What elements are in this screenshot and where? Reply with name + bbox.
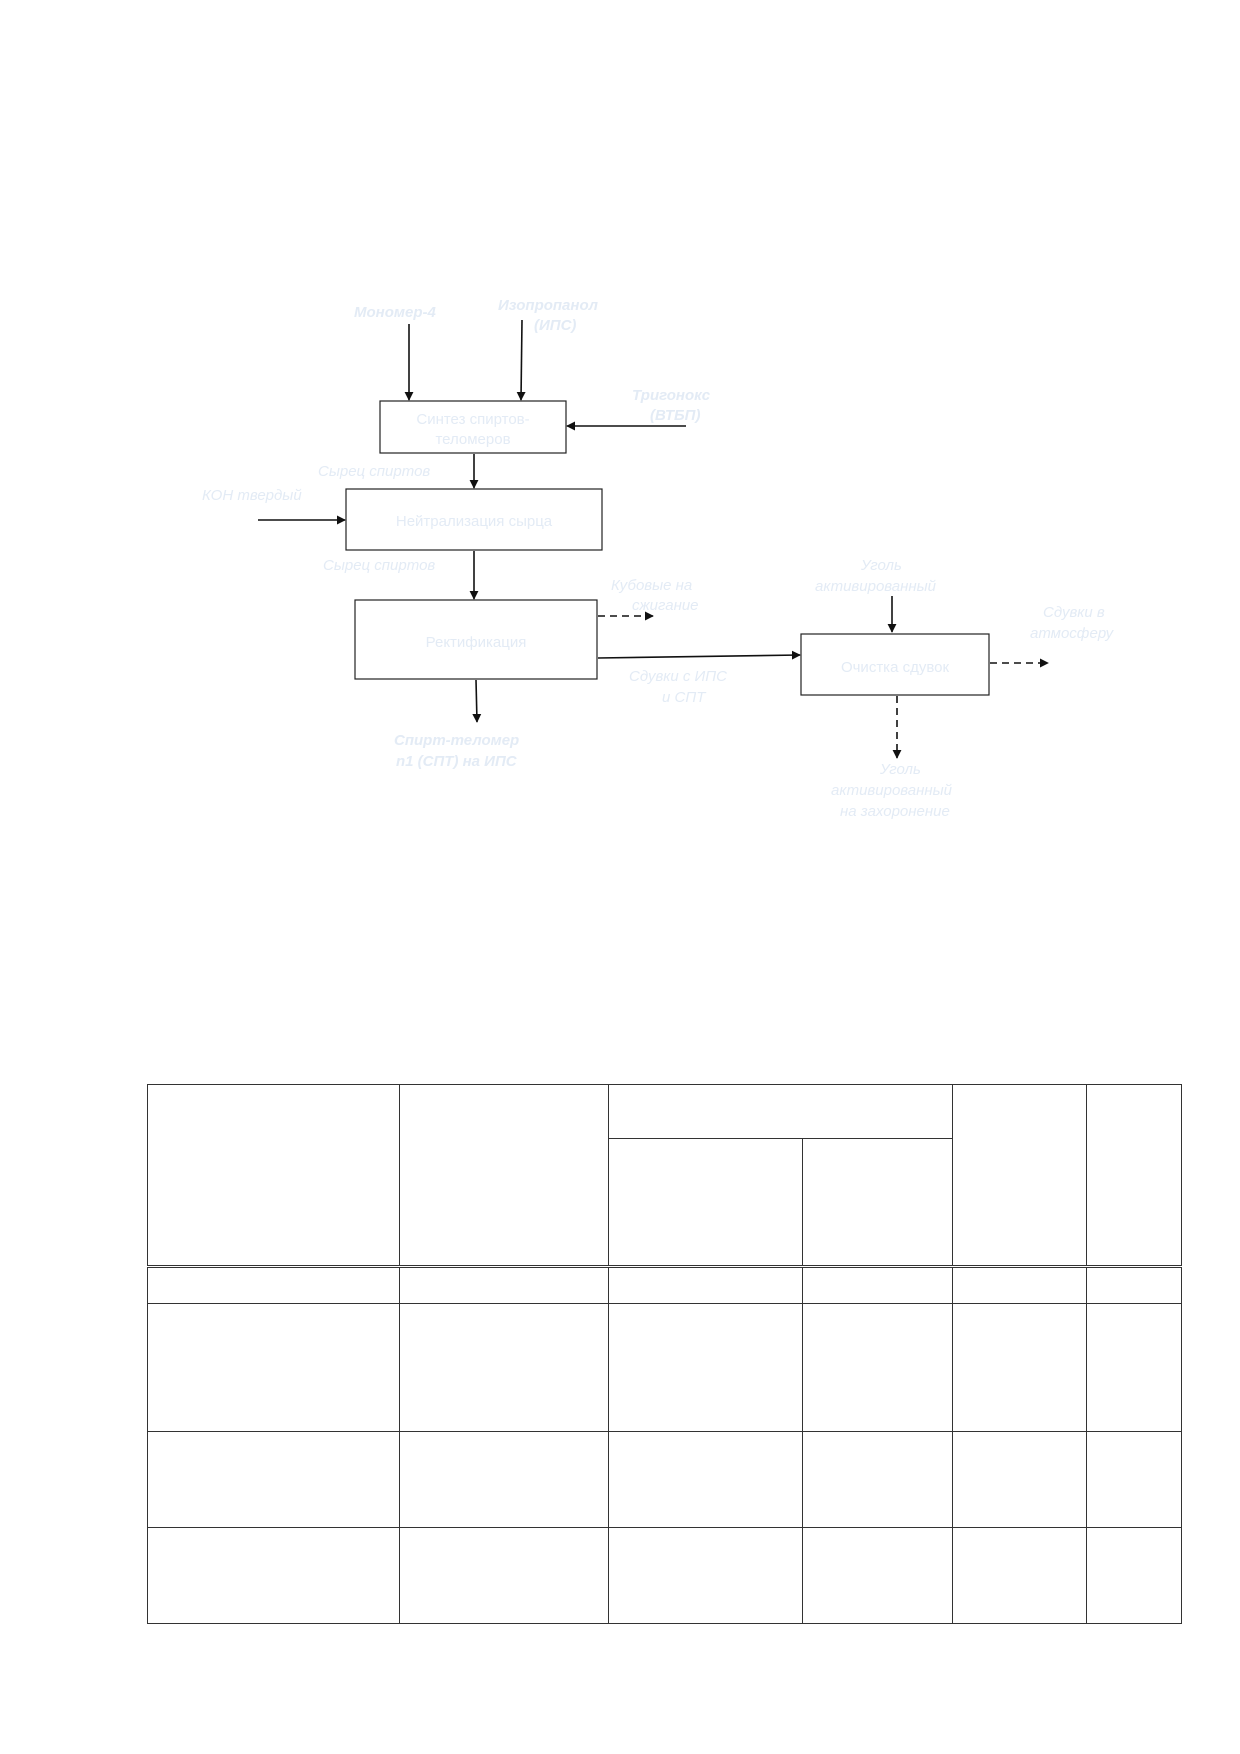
- rectification-box-label: Ректификация: [426, 634, 527, 651]
- raw-alcohols-label-2: Сырец спиртов: [323, 557, 435, 574]
- monomer-label: Мономер-4: [354, 304, 436, 321]
- table-cell: [399, 1431, 609, 1528]
- bottoms-label-line2: сжигание: [632, 597, 699, 614]
- rectification-box: [354, 599, 598, 680]
- table-cell: [952, 1527, 1087, 1624]
- table-header-cell: [1086, 1084, 1182, 1267]
- table-cell: [147, 1265, 400, 1304]
- table-cell: [399, 1527, 609, 1624]
- table-cell: [1086, 1303, 1182, 1432]
- cleaning-box: [800, 633, 990, 696]
- table-cell: [608, 1527, 803, 1624]
- table-cell: [399, 1265, 609, 1304]
- table-header-group-cell: [608, 1084, 953, 1139]
- table-cell: [952, 1303, 1087, 1432]
- coal-out-label-line2: активированный: [831, 782, 953, 799]
- koh-label: КОН твердый: [202, 487, 302, 504]
- atmosphere-label-line2: атмосферу: [1030, 625, 1115, 642]
- purge-label-line2: и СПТ: [662, 689, 707, 706]
- table-header-row-1: [147, 1084, 1182, 1267]
- bottoms-label-line1: Кубовые на: [611, 577, 692, 594]
- neutralization-box-label: Нейтрализация сырца: [396, 513, 553, 530]
- table-cell: [608, 1303, 803, 1432]
- spt-label-line1: Спирт-теломер: [394, 732, 519, 749]
- table-subheader-cell: [608, 1138, 803, 1267]
- synthesis-box-label-line1: Синтез спиртов-: [416, 411, 529, 428]
- coal-out-label-line3: на захоронение: [840, 803, 950, 820]
- table-cell: [802, 1431, 953, 1528]
- table-row: [147, 1303, 1182, 1432]
- table-cell: [1086, 1431, 1182, 1528]
- arrow-ips-to-synthesis: [516, 319, 526, 401]
- ips-label-line2: (ИПС): [534, 317, 576, 334]
- data-table: [147, 1084, 1182, 1624]
- coal-out-label-line1: Уголь: [879, 761, 921, 778]
- atmosphere-label-line1: Сдувки в: [1043, 604, 1105, 621]
- table-subheader-cell: [802, 1138, 953, 1267]
- table-header-cell: [399, 1084, 609, 1267]
- table-header-cell: [952, 1084, 1087, 1267]
- spt-label-line2: n1 (СПТ) на ИПС: [396, 753, 518, 770]
- ips-label-line1: Изопропанол: [498, 297, 599, 314]
- table-cell: [147, 1431, 400, 1528]
- table-cell: [802, 1303, 953, 1432]
- coal-in-label-line2: активированный: [815, 578, 937, 595]
- table-cell: [1086, 1265, 1182, 1304]
- trigonox-label-line1: Тригонокс: [632, 387, 711, 404]
- synthesis-box-label-line2: теломеров: [435, 431, 510, 448]
- table-cell: [608, 1265, 803, 1304]
- table-cell: [608, 1431, 803, 1528]
- table-cell: [952, 1431, 1087, 1528]
- table-cell: [147, 1303, 400, 1432]
- synthesis-box: [379, 400, 567, 454]
- trigonox-label-line2: (ВТБП): [650, 407, 700, 424]
- neutralization-box: [345, 488, 603, 551]
- raw-alcohols-label-1: Сырец спиртов: [318, 463, 430, 480]
- table-row: [147, 1527, 1182, 1624]
- table-cell: [147, 1527, 400, 1624]
- table-cell: [802, 1527, 953, 1624]
- table-row: [147, 1431, 1182, 1528]
- table-cell: [399, 1303, 609, 1432]
- coal-in-label-line1: Уголь: [860, 557, 902, 574]
- table-cell: [1086, 1527, 1182, 1624]
- table-cell: [802, 1265, 953, 1304]
- arrow-rectification-to-cleaning: [597, 650, 801, 660]
- cleaning-box-label: Очистка сдувок: [841, 659, 950, 676]
- purge-label-line1: Сдувки с ИПС: [629, 668, 727, 685]
- table-header-cell: [147, 1084, 400, 1267]
- table-header-row-2: [148, 1138, 1182, 1267]
- table-cell: [952, 1265, 1087, 1304]
- process-flow-diagram: Мономер-4 Изопропанол (ИПС) Тригонокс (В…: [202, 297, 1115, 820]
- arrow-rectification-to-spt: [472, 679, 482, 723]
- table-number-row: [147, 1265, 1182, 1304]
